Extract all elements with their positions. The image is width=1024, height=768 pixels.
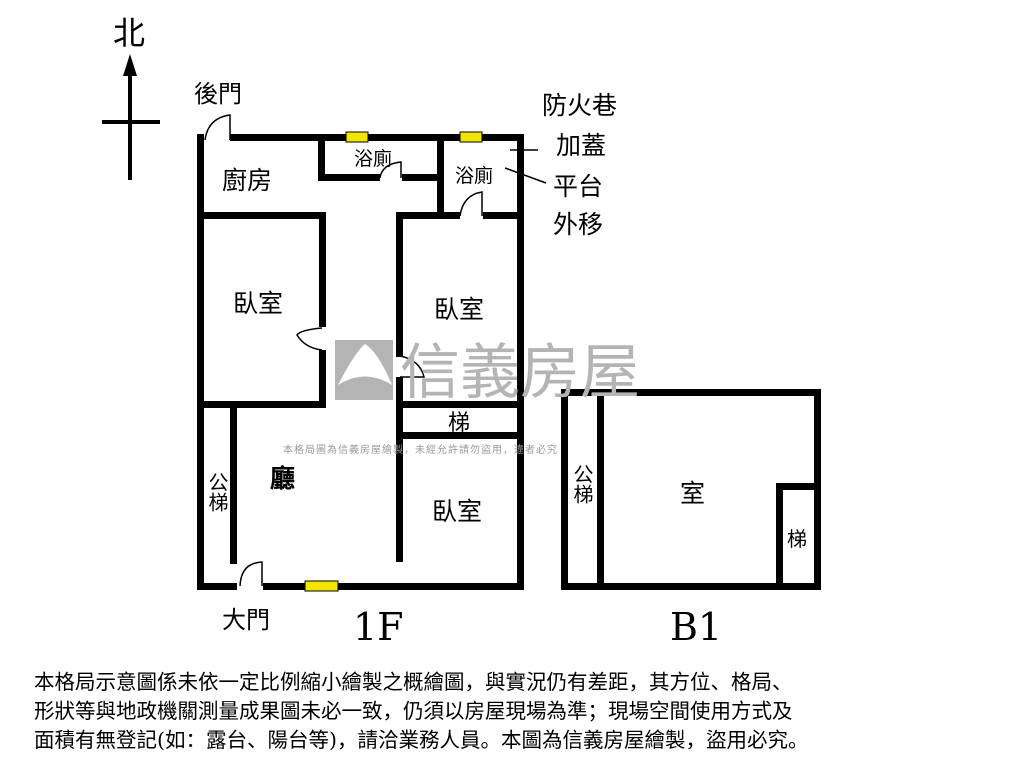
stairs-label: 梯 xyxy=(448,411,470,436)
back-door[interactable] xyxy=(204,114,231,141)
kitchen-label: 廚房 xyxy=(222,166,272,195)
watermark-notice: 本格局圖為信義房屋繪製，未經允許請勿盜用，違者必究 xyxy=(283,443,558,456)
b1-room-label: 室 xyxy=(680,479,705,508)
doors-1f xyxy=(204,114,483,587)
bath1-label: 浴廁 xyxy=(354,147,392,170)
windows-1f xyxy=(304,131,483,592)
walls-b1 xyxy=(561,389,821,590)
back-door-label: 後門 xyxy=(194,80,242,108)
bedroom-left-label: 臥室 xyxy=(233,289,283,318)
main-door[interactable] xyxy=(239,561,263,587)
annotation-platform: 平台 xyxy=(553,172,603,201)
walls-1f xyxy=(197,134,524,590)
watermark-logo xyxy=(335,340,393,400)
bath2-door[interactable] xyxy=(459,191,483,217)
north-arrow-icon xyxy=(123,54,137,76)
window xyxy=(345,131,369,143)
north-label: 北 xyxy=(113,14,145,52)
public-stairs-label: 公梯 xyxy=(205,472,229,512)
disclaimer-line: 本格局示意圖係未依一定比例縮小繪製之概繪圖，與實況仍有差距，其方位、格局、 xyxy=(34,670,793,694)
floor-b1-label: B1 xyxy=(670,605,722,649)
bedroom-left-door[interactable] xyxy=(296,327,323,351)
b1-public-stairs-label: 公梯 xyxy=(570,464,594,504)
floor-1f-label: 1F xyxy=(353,605,404,649)
bedroom-lower-label: 臥室 xyxy=(432,497,482,526)
bedroom-right-label: 臥室 xyxy=(434,295,484,324)
annotation-addition: 加蓋 xyxy=(556,131,606,160)
bath2-label: 浴廁 xyxy=(455,164,493,187)
watermark: 信義房屋 本格局圖為信義房屋繪製，未經允許請勿盜用，違者必究 xyxy=(283,338,640,456)
bath1-door[interactable] xyxy=(379,161,402,179)
watermark-brand: 信義房屋 xyxy=(400,338,640,408)
disclaimer: 本格局示意圖係未依一定比例縮小繪製之概繪圖，與實況仍有差距，其方位、格局、 形狀… xyxy=(34,668,1014,755)
window xyxy=(459,131,483,143)
main-door-label: 大門 xyxy=(222,606,270,634)
north-compass xyxy=(102,54,160,180)
disclaimer-line: 形狀等與地政機關測量成果圖未必一致，仍須以房屋現場為準；現場空間使用方式及 xyxy=(34,699,793,723)
annotation-fire-lane: 防火巷 xyxy=(542,91,617,120)
disclaimer-line: 面積有無登記(如：露台、陽台等)，請洽業務人員。本圖為信義房屋繪製，盜用必究。 xyxy=(34,728,809,752)
living-label: 廳 xyxy=(270,464,295,493)
window xyxy=(304,580,339,592)
annotation-moved-out: 外移 xyxy=(553,210,603,239)
b1-stairs-label: 梯 xyxy=(787,527,807,551)
bedroom-right-door[interactable] xyxy=(399,355,425,378)
